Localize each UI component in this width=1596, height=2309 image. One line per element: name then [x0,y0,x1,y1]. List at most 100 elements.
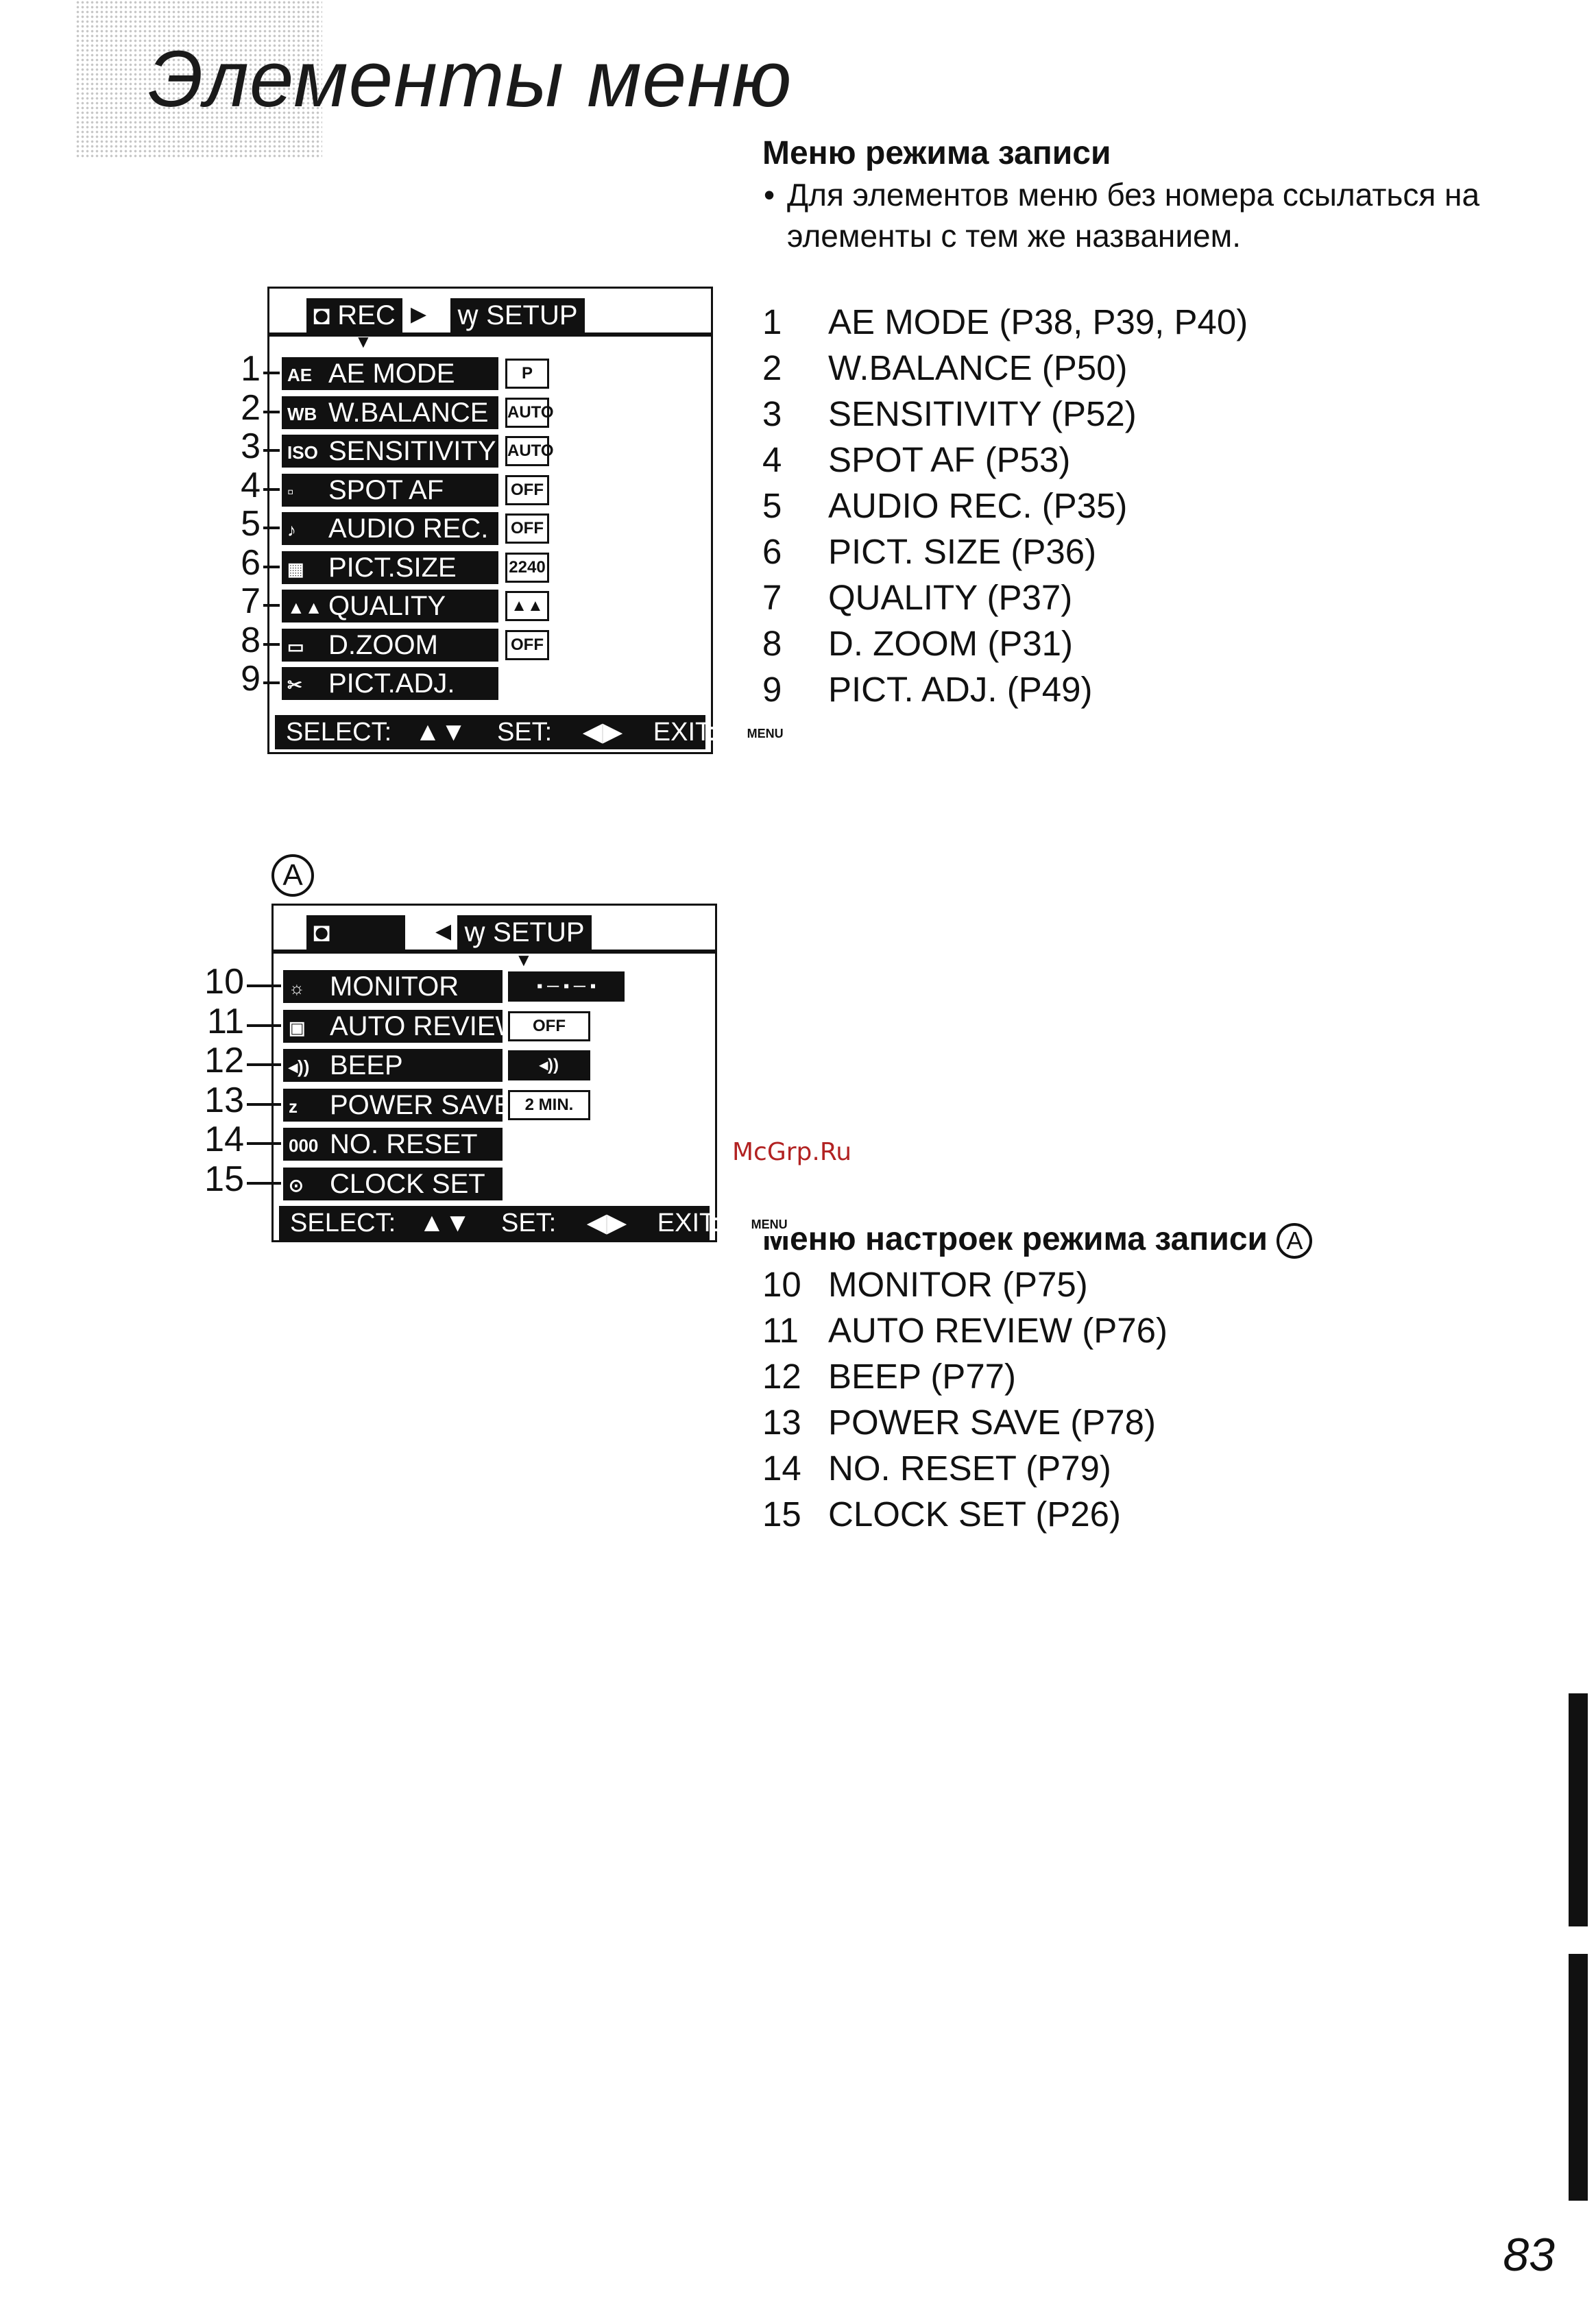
menu-item-quality[interactable]: ▲▲QUALITY [282,590,498,622]
menu-item-icon: ☼ [289,978,305,999]
menu-item-icon: ▲▲ [287,597,323,618]
menu-item-beep[interactable]: ◂))BEEP [283,1049,503,1082]
cursor-pointer-icon: ▼ [515,950,533,970]
menu-item-label: QUALITY [328,591,446,621]
menu-item-icon: ▣ [289,1017,306,1038]
callout-number: 14 [204,1120,244,1159]
list-item-text: MONITOR (P75) [828,1265,1088,1304]
footer-select-label: SELECT: [286,718,392,747]
footer-set: SET: ◀▶ [496,718,623,747]
marker-a-circle: A [271,854,314,897]
menu-item-value: OFF [505,474,549,505]
callout-number: 4 [241,465,261,505]
menu-item-icon: ⊙ [289,1174,304,1196]
menu-item-auto-review[interactable]: ▣ AUTO REVIEW [283,1009,521,1043]
list-item-number: 11 [762,1311,799,1350]
tab-setup-label: SETUP [493,917,585,947]
tab-setup[interactable]: ꝡ SETUP [450,298,585,333]
page-number: 83 [1503,2229,1555,2281]
edge-tab-marker [1569,1693,1588,1926]
list-item-text: D. ZOOM (P31) [828,624,1074,663]
list-item-text: AUDIO REC. (P35) [828,486,1128,525]
callout-number: 5 [241,504,261,544]
menu-item-clock-set[interactable]: ⊙CLOCK SET [283,1167,503,1200]
menu-item-icon: WB [287,403,317,424]
menu-item-label: PICT.ADJ. [328,668,455,699]
menu-item-icon: ▫ [287,481,294,502]
setup-screen-tabbar: ◘ ◀ ꝡ SETUP [274,906,715,954]
menu-item-value: AUTO [505,397,554,428]
menu-item-icon: z [289,1096,298,1117]
menu-item-audio-rec[interactable]: ♪AUDIO REC. [282,512,498,545]
list-item-text: POWER SAVE (P78) [828,1403,1157,1442]
footer-exit-label: EXIT: [653,718,716,747]
tab-rec[interactable]: ◘ REC [306,298,402,333]
list-item-number: 12 [762,1357,801,1396]
edge-tab-marker [1569,1954,1588,2201]
menu-item-label: W.BALANCE [328,397,489,428]
camera-icon: ◘ [313,917,330,947]
callout-number: 3 [241,426,261,466]
footer-select: SELECT:▲▼ [290,1209,471,1237]
tab-rec-label: REC [337,300,396,330]
callout-leader-line [263,527,280,529]
wrench-icon: ꝡ [457,300,479,330]
list-item-number: 9 [762,670,782,709]
menu-item-value: ◂)) [508,1050,590,1080]
list-item-text: PICT. SIZE (P36) [828,532,1097,571]
tab-setup-label: SETUP [486,300,578,330]
menu-item-icon: ◂)) [289,1056,310,1078]
footer-exit: EXIT:MENU [657,1209,814,1237]
list-item: 8 D. ZOOM (P31) [762,620,1248,666]
callout-leader-line [263,410,280,413]
callout-number: 12 [204,1041,244,1080]
callout-number: 11 [207,1001,244,1041]
list-item-number: 8 [762,624,782,663]
menu-item-icon: ▦ [287,558,304,579]
menu-item-pict-size[interactable]: ▦PICT.SIZE [282,551,498,584]
list-item-number: 15 [762,1495,801,1534]
menu-item-value: ▪ ─ ▪ ─ ▪ [508,971,625,1002]
menu-item-label: SENSITIVITY [328,436,496,466]
menu-item-spot-af[interactable]: ▫SPOT AF [282,473,498,507]
marker-a-icon: A [1277,1223,1313,1259]
menu-item-value: 2 MIN. [508,1089,590,1120]
list-item-text: NO. RESET (P79) [828,1449,1111,1488]
tab-rec[interactable]: ◘ [306,915,405,950]
bullet-icon: • [764,177,775,213]
menu-item-value: P [505,359,549,389]
list-item-number: 7 [762,578,782,617]
callout-leader-line [263,449,280,452]
callout-number: 7 [241,581,261,621]
setup-menu-screen: ◘ ◀ ꝡ SETUP ▼ ☼MONITOR▪ ─ ▪ ─ ▪ ▣ AUTO REV… [271,904,790,1242]
menu-item-value: 2240 [505,552,549,583]
tab-setup[interactable]: ꝡ SETUP [457,915,592,950]
menu-item-d-zoom[interactable]: ▭D.ZOOM [282,628,498,662]
callout-leader-line [263,565,280,568]
setup-screen-footer: SELECT:▲▼ SET: ◀▶ EXIT:MENU [279,1206,790,1240]
callout-leader-line [263,487,280,491]
menu-item-label: AUTO REVIEW [330,1011,522,1041]
menu-item-monitor[interactable]: ☼MONITOR [283,970,503,1003]
menu-item-pict-adj[interactable]: ✂PICT.ADJ. [282,667,498,700]
menu-item-label: NO. RESET [330,1129,478,1159]
menu-item-w-balance[interactable]: WB W.BALANCE [282,396,498,429]
menu-item-value: OFF [505,629,549,660]
callout-leader-line [247,984,281,987]
menu-item-value: OFF [505,513,549,544]
callout-number: 10 [204,962,244,1002]
